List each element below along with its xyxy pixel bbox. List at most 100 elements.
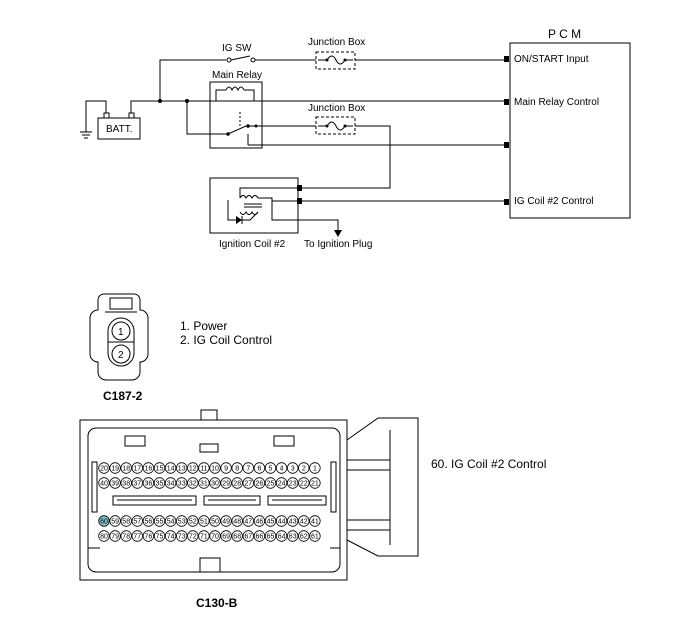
c130-pin-number: 37 — [133, 481, 141, 488]
c130-pin-number: 9 — [224, 466, 228, 473]
c130-pin-3 — [287, 462, 299, 474]
c130-pin-34 — [164, 477, 177, 489]
c130-pin-number: 44 — [278, 519, 286, 526]
c130-pin-72 — [187, 530, 199, 542]
c130-pin-number: 4 — [280, 466, 284, 473]
c130-pin-number: 39 — [111, 481, 119, 488]
c130-pin-number: 6 — [257, 466, 261, 473]
c130-pin-39 — [109, 477, 121, 489]
c130-pin-35 — [153, 477, 166, 489]
c130-pin-number: 24 — [278, 481, 286, 488]
c130-pin-2 — [298, 462, 310, 474]
c130-pin-number: 41 — [311, 519, 319, 526]
c130-pin-38 — [120, 477, 132, 489]
c130-pin-54 — [164, 515, 177, 527]
c130-pin-68 — [231, 530, 243, 542]
c130-pin-36 — [142, 477, 155, 489]
c130-pin-number: 19 — [111, 466, 119, 473]
battery — [97, 117, 141, 140]
c130-pin-number: 77 — [133, 534, 141, 541]
c187-pin-2-number: 2 — [118, 350, 124, 361]
c130-pin-57 — [131, 515, 144, 527]
ignition-coil-label: Ignition Coil #2 — [219, 239, 286, 250]
c130-pin-number: 25 — [267, 481, 275, 488]
c130-pin-66 — [253, 530, 266, 542]
c130-body — [79, 419, 348, 581]
c130-pin-number: 62 — [300, 534, 308, 541]
c130-pin-number: 50 — [211, 519, 219, 526]
c130-pin-number: 38 — [122, 481, 130, 488]
c130-pin-number: 63 — [289, 534, 297, 541]
main-relay-label: Main Relay — [212, 70, 262, 81]
c130-pin-51 — [198, 515, 210, 527]
c130-pin-25 — [264, 477, 277, 489]
c130-pin-61 — [309, 530, 321, 542]
c130-pin-24 — [275, 477, 288, 489]
c187-pin-1 — [111, 321, 131, 341]
c130-pin-number: 20 — [100, 466, 108, 473]
junction-box-2-label: Junction Box — [308, 103, 365, 114]
c130-pin-number: 14 — [167, 466, 175, 473]
c130-pin-10 — [209, 462, 221, 474]
c130-pin-number: 11 — [200, 466, 207, 473]
c187-pin-2 — [111, 344, 131, 364]
c130-pin-78 — [120, 530, 132, 542]
c130-pin-33 — [175, 477, 188, 489]
c130-pin-number: 8 — [235, 466, 239, 473]
c130-pin-number: 10 — [211, 466, 219, 473]
c130-pin-20 — [98, 462, 110, 474]
c130-pin-number: 40 — [100, 481, 108, 488]
c130-pin-number: 48 — [233, 519, 241, 526]
c130-pin-53 — [175, 515, 188, 527]
c130-pin-number: 79 — [111, 534, 119, 541]
c130-pin-number: 59 — [111, 519, 119, 526]
ignition-coil — [209, 177, 299, 234]
c130-pin-number: 80 — [100, 534, 108, 541]
c130-pin-46 — [253, 515, 266, 527]
c130-pin-64 — [275, 530, 288, 542]
to-plug-label: To Ignition Plug — [304, 239, 372, 250]
c130-pin-number: 54 — [167, 519, 175, 526]
pcm-pin-ig-coil: IG Coil #2 Control — [514, 196, 593, 207]
c130-pin-number: 27 — [244, 481, 252, 488]
c130-pin-desc-60: 60. IG Coil #2 Control — [431, 457, 546, 471]
c130-pin-number: 66 — [256, 534, 264, 541]
battery-label: BATT. — [106, 124, 132, 135]
c130-pin-37 — [131, 477, 144, 489]
c130-pin-number: 57 — [133, 519, 141, 526]
c130-pin-52 — [187, 515, 199, 527]
c187-name: C187-2 — [103, 389, 143, 403]
c130-pin-number: 71 — [200, 534, 208, 541]
c130-pin-23 — [287, 477, 299, 489]
c130-pin-number: 74 — [167, 534, 175, 541]
c130-pin-69 — [220, 530, 232, 542]
c130-pin-number: 35 — [156, 481, 164, 488]
c130-pin-45 — [264, 515, 277, 527]
c187-pin-desc-2: 2. IG Coil Control — [180, 333, 272, 347]
c130-pin-number: 7 — [246, 466, 250, 473]
c130-pin-7 — [242, 462, 255, 474]
pcm-pin-main-relay: Main Relay Control — [514, 97, 599, 108]
c130-pin-13 — [175, 462, 188, 474]
c130-pin-32 — [187, 477, 199, 489]
c130-pin-number: 55 — [156, 519, 164, 526]
c130-pin-number: 46 — [256, 519, 264, 526]
c130-pin-number: 49 — [222, 519, 230, 526]
pcm-box — [509, 42, 631, 219]
c130-pin-12 — [187, 462, 199, 474]
c130-pin-number: 3 — [291, 466, 295, 473]
pcm-pin-on-start: ON/START Input — [514, 54, 589, 65]
c130-pin-65 — [264, 530, 277, 542]
c130-pin-67 — [242, 530, 255, 542]
c130-pin-number: 30 — [211, 481, 219, 488]
c130-pin-number: 12 — [189, 466, 197, 473]
c130-pin-9 — [220, 462, 232, 474]
c130-pin-21 — [309, 477, 321, 489]
c130-pin-26 — [253, 477, 266, 489]
c130-pin-number: 65 — [267, 534, 275, 541]
c130-pin-number: 72 — [189, 534, 197, 541]
c130-pin-number: 22 — [300, 481, 308, 488]
c130-pin-number: 53 — [178, 519, 186, 526]
